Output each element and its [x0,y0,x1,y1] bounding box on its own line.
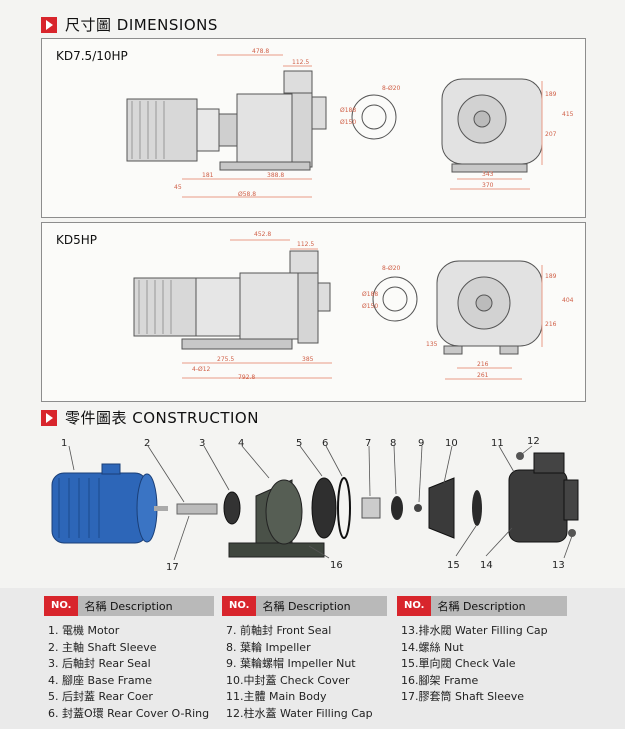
pump-side-view-drawing [126,54,543,198]
dim-height-total: 404 [562,297,574,304]
dim-width-b: 370 [482,182,494,189]
part-number: 6 [322,438,329,449]
description-label: 名稱 Description [84,600,173,613]
description-label: 名稱 Description [262,600,351,613]
dim-base-total: 792.8 [238,374,256,381]
dim-height-total: 415 [562,111,574,118]
model-label: KD7.5/10HP [56,49,128,63]
part-number: 15 [447,560,460,571]
dim-base-b: 385 [302,356,314,363]
dim-flange-d1: Ø188 [362,291,379,298]
legend-item: 8. 葉輪 Impeller [226,640,311,654]
dim-base-a: 181 [202,172,214,179]
arrow-icon [41,16,57,33]
exploded-view: 1 2 3 4 5 6 7 8 9 10 11 12 13 14 15 16 1… [24,428,604,578]
part-number: 12 [527,436,540,447]
part-number: 11 [491,438,504,449]
dim-side-height: 135 [426,341,438,348]
part-number: 16 [330,560,343,571]
dim-base-total: Ø58.8 [238,191,257,198]
legend-item: 9. 葉輪螺帽 Impeller Nut [226,657,356,671]
legend-column-2: NO. 名稱 Description 7. 前軸封 Front Seal 8. … [222,596,387,723]
legend-item: 7. 前軸封 Front Seal [226,624,332,637]
no-badge: NO. [397,596,432,616]
dim-base-b: 388.8 [267,172,285,179]
pump-side-view-drawing [133,239,543,380]
dim-flange-d2: Ø150 [362,303,379,310]
part-number: 5 [296,438,303,449]
dim-width-a: 343 [482,171,494,178]
part-number: 8 [390,438,397,449]
dim-width-a: 216 [477,361,489,368]
description-label: 名稱 Description [437,600,526,613]
part-number: 1 [61,438,68,449]
legend-item: 17.膠套筒 Shaft Sleeve [401,690,525,704]
part-number: 17 [166,562,179,573]
dim-height-mid: 207 [545,131,557,138]
no-badge: NO. [222,596,257,616]
part-number: 9 [418,438,425,449]
dim-outlet-offset: 112.5 [297,241,315,248]
dimensions-title: 尺寸圖 DIMENSIONS [65,16,218,34]
legend-item: 6. 封蓋O環 Rear Cover O-Ring [48,706,210,720]
dim-total-length: 478.8 [252,48,270,55]
part-number: 2 [144,438,151,449]
legend-item: 14.螺絲 Nut [401,640,464,654]
part-number: 7 [365,438,372,449]
part-number: 3 [199,438,206,449]
legend-column-3: NO. 名稱 Description 13.排水閥 Water Filling … [397,596,567,706]
exploded-pump-diagram [51,445,579,561]
drawing-kd7-5-10hp: KD7.5/10HP 478.8 112.5 8-Ø20 [41,38,586,218]
part-number: 13 [552,560,565,571]
part-number: 10 [445,438,458,449]
dimensions-header: 尺寸圖 DIMENSIONS [41,14,218,35]
legend-header: NO. 名稱 Description [222,596,387,616]
construction-title: 零件圖表 CONSTRUCTION [65,409,259,427]
legend-item: 15.單向閥 Check Vale [401,657,516,671]
legend-item: 12.柱水蓋 Water Filling Cap [226,706,373,720]
parts-legend: NO. 名稱 Description 1. 電機 Motor 2. 主軸 Sha… [0,588,625,729]
model-label: KD5HP [56,233,98,247]
legend-item: 10.中封蓋 Check Cover [226,673,350,687]
dim-total-length: 452.8 [254,231,272,238]
part-number: 4 [238,438,245,449]
dim-outlet-offset: 112.5 [292,59,310,66]
construction-header: 零件圖表 CONSTRUCTION [41,407,259,428]
arrow-icon [41,409,57,426]
dim-flange-bolts: 8-Ø20 [382,85,401,92]
legend-header: NO. 名稱 Description [397,596,567,616]
no-badge: NO. [44,596,79,616]
dim-width-b: 261 [477,372,489,379]
legend-column-1: NO. 名稱 Description 1. 電機 Motor 2. 主軸 Sha… [44,596,214,723]
legend-header: NO. 名稱 Description [44,596,214,616]
legend-item: 5. 后封蓋 Rear Coer [48,690,153,704]
legend-item: 3. 后軸封 Rear Seal [48,657,151,671]
dim-height-top: 189 [545,273,557,280]
dim-flange-d1: Ø188 [340,107,357,114]
legend-item: 11.主體 Main Body [226,690,327,704]
part-number: 14 [480,560,493,571]
legend-item: 2. 主軸 Shaft Sleeve [48,640,157,654]
dim-base-a: 275.5 [217,356,235,363]
legend-item: 1. 電機 Motor [48,624,120,637]
dim-base-holes: 4-Ø12 [192,366,211,373]
legend-item: 16.腳架 Frame [401,673,479,687]
legend-item: 13.排水閥 Water Filling Cap [401,624,548,637]
dim-height-mid: 216 [545,321,557,328]
dim-flange-bolts: 8-Ø20 [382,265,401,272]
dim-base-edge: 45 [174,184,182,191]
drawing-kd5hp: KD5HP 452.8 112.5 8-Ø20 Ø188 Ø150 275.5 … [41,222,586,402]
dim-flange-d2: Ø150 [340,119,357,126]
dim-height-top: 189 [545,91,557,98]
legend-item: 4. 腳座 Base Frame [48,673,153,687]
